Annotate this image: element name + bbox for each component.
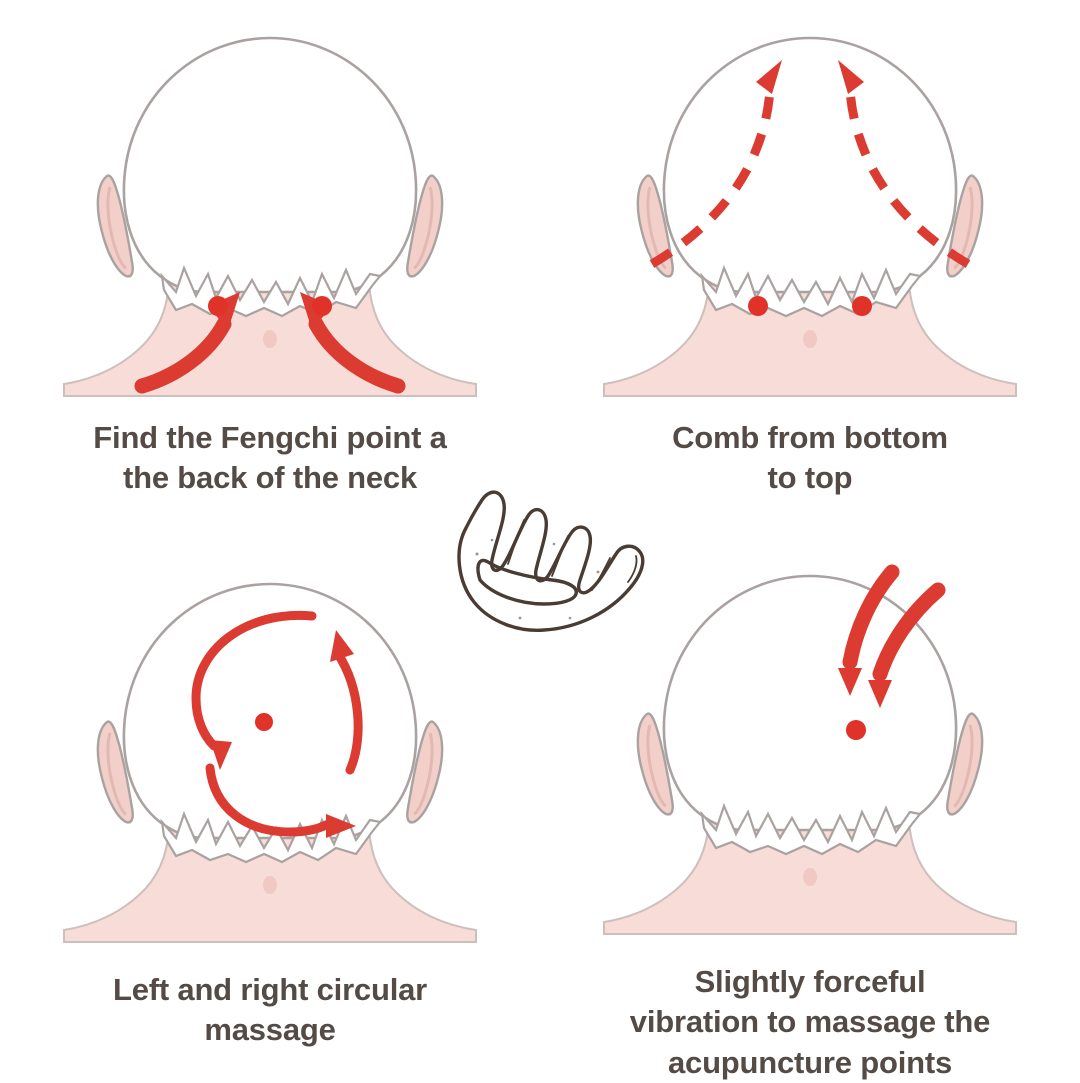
spine-mark — [263, 876, 277, 894]
step-1-caption: Find the Fengchi point a the back of the… — [93, 420, 447, 496]
circular-motion-arrows — [191, 610, 363, 838]
hairline-shape — [700, 802, 922, 856]
step-panel-3: Left and right circular massage — [20, 570, 520, 1051]
step-1-illustration — [50, 24, 490, 414]
spine-mark — [803, 868, 817, 886]
spine-mark — [263, 330, 277, 348]
step-panel-1: Find the Fengchi point a the back of the… — [20, 24, 520, 499]
head-shape — [662, 36, 958, 294]
step-2-caption: Comb from bottom to top — [672, 420, 948, 496]
acupoint-fengchi-left — [748, 296, 768, 316]
step-3-illustration — [50, 570, 490, 960]
acupoint-center — [846, 720, 866, 740]
step-4-caption: Slightly forceful vibration to massage t… — [629, 964, 991, 1080]
vibration-arrows — [838, 564, 946, 708]
step-panel-4: Slightly forceful vibration to massage t… — [560, 562, 1060, 1083]
comb-path-arrows — [649, 60, 971, 268]
scalp-massage-comb-illustration — [432, 432, 662, 657]
step-4-illustration — [590, 562, 1030, 952]
step-2-illustration — [590, 24, 1030, 414]
step-3-caption: Left and right circular massage — [112, 972, 428, 1048]
acupoint-fengchi-left — [208, 296, 228, 316]
step-panel-2: Comb from bottom to top — [560, 24, 1060, 499]
acupoint-fengchi-right — [312, 296, 332, 316]
spine-mark — [803, 330, 817, 348]
head-shape — [122, 36, 418, 294]
acupoint-fengchi-right — [852, 296, 872, 316]
acupoint-center — [255, 713, 273, 731]
